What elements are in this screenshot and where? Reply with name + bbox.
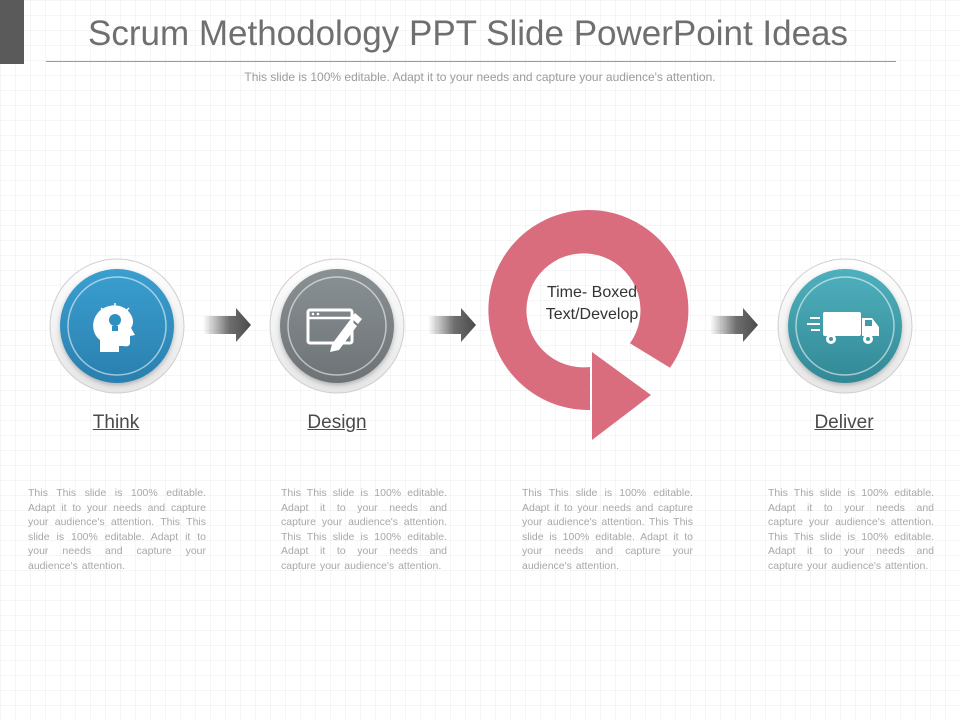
- delivery-truck-icon: [807, 312, 879, 344]
- slide-subtitle: This slide is 100% editable. Adapt it to…: [244, 70, 716, 84]
- step-label-design: Design: [307, 412, 367, 433]
- circular-arrow-icon: [488, 210, 689, 440]
- develop-label-line: Time- Boxed: [546, 284, 638, 301]
- browser-pencil-icon: [306, 308, 362, 352]
- title-divider: [46, 61, 896, 62]
- arrow-right-icon: [203, 308, 251, 342]
- step-label-think: Think: [92, 412, 140, 433]
- step-description-design: This This slide is 100% editable. Adapt …: [281, 487, 447, 572]
- step-label-develop: Time- Boxed Text/Develop: [516, 282, 668, 326]
- develop-label-line: Text/Develop: [545, 306, 639, 323]
- head-lightbulb-icon: [93, 303, 135, 352]
- step-description-think: This This slide is 100% editable. Adapt …: [28, 487, 206, 572]
- step-description-develop: This This slide is 100% editable. Adapt …: [522, 487, 693, 572]
- deliver-node: [777, 258, 913, 394]
- arrow-right-icon: [710, 308, 758, 342]
- think-node: [49, 258, 185, 394]
- step-description-deliver: This This slide is 100% editable. Adapt …: [768, 487, 934, 572]
- step-label-deliver: Deliver: [814, 412, 874, 433]
- arrow-right-icon: [428, 308, 476, 342]
- corner-accent: [0, 0, 24, 64]
- slide-title: Scrum Methodology PPT Slide PowerPoint I…: [88, 14, 849, 53]
- design-node: [269, 258, 405, 394]
